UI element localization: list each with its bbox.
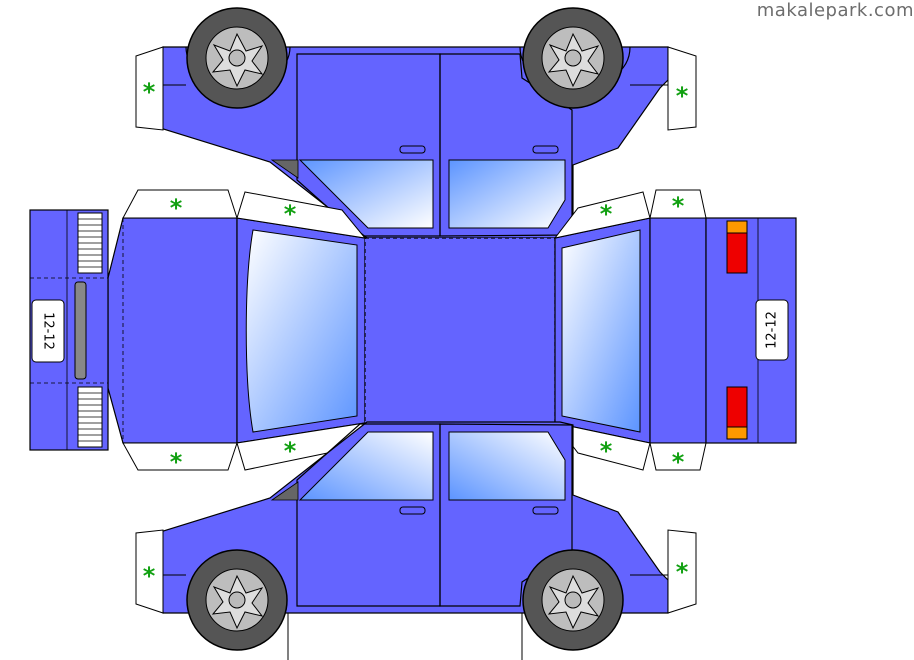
glue-mark-icon: * xyxy=(170,194,183,222)
bottom-rear-handle xyxy=(532,506,559,515)
rear-plate-text: 12-12 xyxy=(765,311,780,349)
rear-tail-light-bottom xyxy=(726,386,748,428)
glue-mark-icon: * xyxy=(284,200,297,228)
top-front-handle xyxy=(399,145,426,154)
rear-tail-light-top xyxy=(726,232,748,274)
front-grille-bar xyxy=(74,281,87,380)
center-body xyxy=(107,217,707,444)
glue-tab-bottom-left xyxy=(135,529,164,614)
rear-indicator-top xyxy=(726,220,748,234)
top-rear-window xyxy=(448,159,566,229)
glue-mark-icon: * xyxy=(170,448,183,476)
glue-tab-bottom-right xyxy=(667,529,697,614)
bottom-front-door xyxy=(296,423,441,607)
windshield xyxy=(245,229,358,433)
bottom-right-wheel xyxy=(522,549,624,651)
glue-mark-icon: * xyxy=(143,562,156,590)
bottom-rear-window xyxy=(448,431,566,501)
top-rear-door xyxy=(439,53,573,237)
glue-mark-icon: * xyxy=(672,448,685,476)
front-bumper-panel: 12-12 xyxy=(29,209,109,451)
glue-mark-icon: * xyxy=(676,558,689,586)
rear-indicator-bottom xyxy=(726,426,748,440)
bottom-left-wheel xyxy=(186,549,288,651)
glue-mark-icon: * xyxy=(143,78,156,106)
roof xyxy=(364,237,556,424)
glue-mark-icon: * xyxy=(600,437,613,465)
center-glue-tabs xyxy=(122,189,707,471)
front-headlight-top xyxy=(77,212,103,274)
bottom-front-handle xyxy=(399,506,426,515)
front-headlight-bottom xyxy=(77,386,103,448)
watermark: makalepark.com xyxy=(756,0,914,21)
rear-bumper-panel: 12-12 xyxy=(705,217,797,444)
glue-mark-icon: * xyxy=(676,82,689,110)
top-front-door xyxy=(296,53,441,237)
rear-plate xyxy=(755,299,789,361)
glue-mark-icon: * xyxy=(672,192,685,220)
glue-tab-top-left xyxy=(135,46,164,131)
top-rear-handle xyxy=(532,145,559,154)
bottom-front-window xyxy=(298,431,434,501)
front-plate-text: 12-12 xyxy=(41,312,56,350)
glue-marks: * * * * * * * * * * * * xyxy=(143,78,689,590)
glue-mark-icon: * xyxy=(600,200,613,228)
glue-tab-top-right xyxy=(667,46,697,131)
rear-window xyxy=(561,229,641,433)
top-left-wheel xyxy=(186,7,288,109)
front-plate xyxy=(31,299,65,363)
top-front-window xyxy=(298,159,434,229)
glue-mark-icon: * xyxy=(284,437,297,465)
top-right-wheel xyxy=(522,7,624,109)
